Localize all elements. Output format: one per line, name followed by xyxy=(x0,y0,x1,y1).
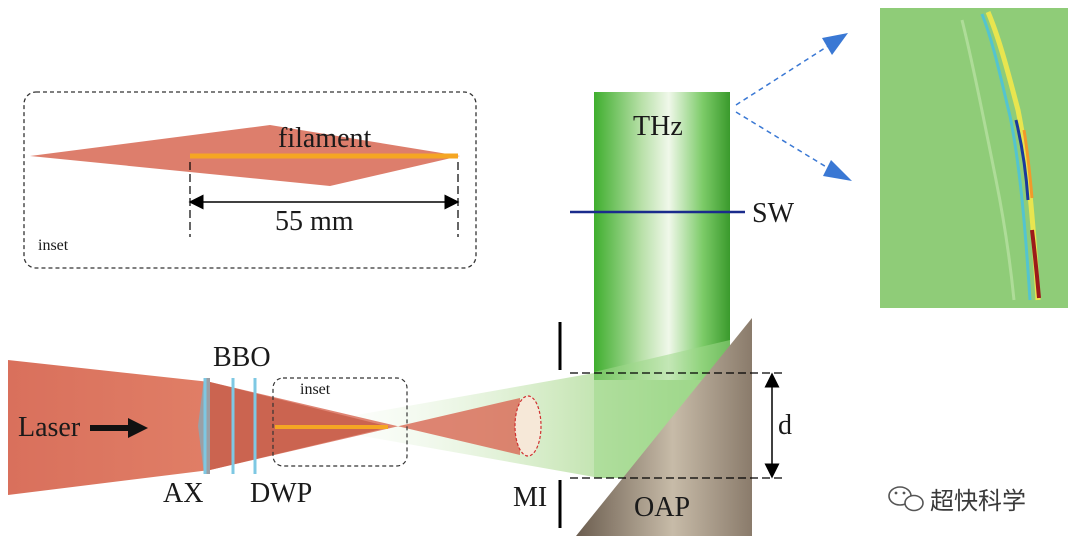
streak-orange xyxy=(1022,129,1034,199)
thz-label: THz xyxy=(633,111,683,142)
cone-end-ellipse xyxy=(514,395,542,457)
watermark: 超快科学 xyxy=(888,486,1026,515)
d-label: d xyxy=(778,410,792,441)
bbo-label: BBO xyxy=(213,342,271,373)
length-label: 55 mm xyxy=(275,206,354,237)
streak-red xyxy=(1030,229,1041,299)
image-background xyxy=(880,8,1068,308)
mi-label: MI xyxy=(513,482,547,513)
streak-faint xyxy=(960,19,1016,301)
wechat-icon xyxy=(888,486,924,512)
inset-label-top: inset xyxy=(38,237,69,254)
filament-label: filament xyxy=(278,123,372,154)
oap-label: OAP xyxy=(634,492,690,523)
ax-label: AX xyxy=(163,478,203,509)
watermark-text: 超快科学 xyxy=(930,487,1026,515)
inset-box xyxy=(23,91,477,269)
arrow-up-head xyxy=(822,33,848,55)
arrow-up-line xyxy=(735,45,829,106)
streak-cyan xyxy=(980,13,1032,301)
thz-field-image xyxy=(880,8,1068,308)
output-arrows xyxy=(735,33,852,181)
inset-detail: filament 55 mm inset xyxy=(23,91,477,269)
arrow-down-head xyxy=(823,160,852,181)
streak-dark-blue xyxy=(1014,119,1030,201)
dwp-label: DWP xyxy=(250,478,312,509)
sw-label: SW xyxy=(752,198,795,229)
thz-beam xyxy=(594,92,730,380)
inset-label-main: inset xyxy=(300,381,331,398)
inset-marker-box xyxy=(272,377,408,467)
right-arrow-head xyxy=(128,418,148,438)
streak-yellow xyxy=(985,11,1041,301)
arrow-down-line xyxy=(735,111,829,169)
main-setup: inset Laser BBO AX DWP MI THz SW OAP d xyxy=(8,92,795,536)
laser-label: Laser xyxy=(18,412,81,443)
